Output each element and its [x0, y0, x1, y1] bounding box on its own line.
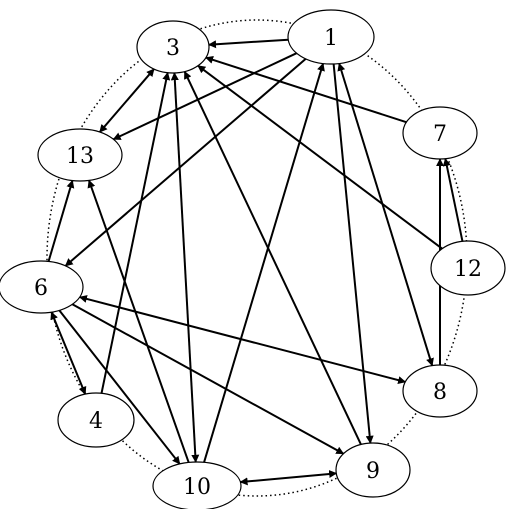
- node-10[interactable]: 10: [152, 461, 242, 509]
- edge-6-to-4: [50, 311, 87, 395]
- edge-1-to-13: [112, 52, 298, 141]
- edge-1-to-3: [208, 38, 289, 49]
- node-8[interactable]: 8: [402, 364, 478, 418]
- node-4[interactable]: 4: [57, 392, 135, 448]
- edge-9-to-3: [183, 70, 362, 445]
- edge-6-to-10: [58, 309, 181, 465]
- node-label: 9: [366, 459, 380, 484]
- node-ellipse: [430, 240, 506, 296]
- edge-6-to-9: [71, 303, 345, 455]
- edge-10-to-1: [203, 62, 325, 463]
- edge-4-to-3: [100, 71, 171, 394]
- node-label: 1: [324, 26, 338, 51]
- edge-1-to-9: [332, 63, 374, 444]
- node-6[interactable]: 6: [0, 260, 84, 314]
- node-ellipse: [335, 442, 411, 498]
- node-12[interactable]: 12: [430, 240, 506, 296]
- edges-layer: [47, 38, 464, 486]
- node-ellipse: [136, 20, 210, 74]
- edge-1-to-8: [337, 62, 434, 367]
- node-label: 13: [66, 144, 94, 169]
- node-ellipse: [402, 106, 478, 160]
- node-ellipse: [57, 392, 135, 448]
- node-9[interactable]: 9: [335, 442, 411, 498]
- edge-6-to-13: [47, 179, 75, 262]
- node-7[interactable]: 7: [402, 106, 478, 160]
- edge-7-to-3: [205, 55, 407, 124]
- node-label: 7: [433, 122, 447, 147]
- node-label: 10: [183, 475, 211, 500]
- node-1[interactable]: 1: [287, 9, 375, 65]
- edge-10-to-3: [170, 72, 200, 463]
- node-ellipse: [402, 364, 478, 418]
- node-ellipse: [37, 128, 123, 182]
- edge-12-to-7: [442, 157, 464, 242]
- node-ellipse: [0, 260, 84, 314]
- node-label: 4: [89, 409, 103, 434]
- node-label: 12: [454, 257, 482, 282]
- node-ellipse: [287, 9, 375, 65]
- edge-13-to-3: [98, 68, 155, 133]
- node-13[interactable]: 13: [37, 128, 123, 182]
- node-3[interactable]: 3: [136, 20, 210, 74]
- node-ellipse: [152, 461, 242, 509]
- node-label: 8: [433, 380, 447, 405]
- edge-8-to-6: [78, 295, 407, 385]
- edge-10-to-9: [239, 470, 338, 486]
- edge-12-to-3: [197, 64, 443, 250]
- node-label: 6: [34, 276, 48, 301]
- node-label: 3: [166, 36, 180, 61]
